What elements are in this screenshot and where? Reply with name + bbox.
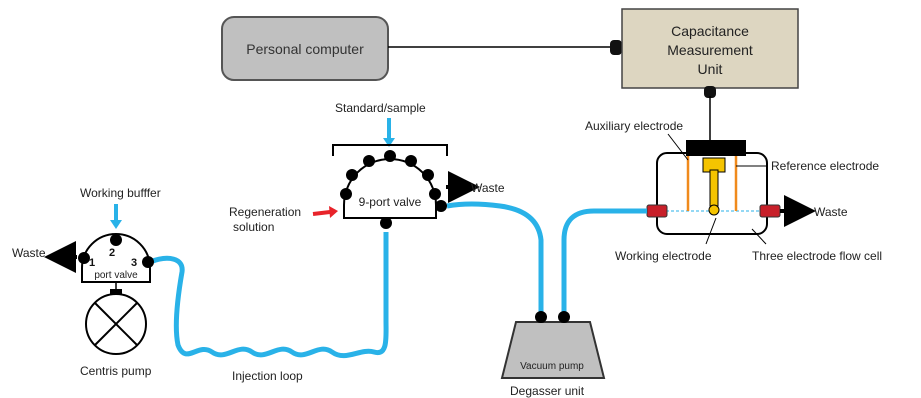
three-port-number-2: 2 [109, 247, 115, 259]
capacitance-unit-box [621, 8, 799, 89]
flow-cell-leader [751, 228, 767, 245]
standard-sample-arrowhead [383, 138, 395, 147]
three-port-left [78, 252, 90, 264]
centris-pump-label: Centris pump [80, 364, 152, 378]
port-4 [384, 150, 396, 162]
three-electrode-flow-cell-label: Three electrode flow cell [752, 249, 882, 263]
nine-port-valve-body [343, 158, 437, 219]
three-port-right [142, 256, 154, 268]
port-2 [346, 169, 358, 181]
unit-connector-left [610, 40, 622, 55]
port-1 [340, 188, 352, 200]
personal-computer-label: Personal computer [246, 41, 364, 57]
regeneration-label-line2: solution [233, 220, 274, 234]
tube-injection-loop [149, 232, 389, 359]
unit-connector-bottom [704, 86, 716, 98]
flow-cell-cap [686, 140, 746, 156]
port-5 [405, 155, 417, 167]
standard-sample-label: Standard/sample [335, 101, 426, 115]
working-leader [705, 217, 717, 245]
capacitance-unit-line2: Measurement [667, 42, 753, 58]
reference-electrode-label: Reference electrode [771, 159, 879, 173]
tube-degasser-to-cell [561, 208, 647, 316]
three-port-valve-label: port valve [94, 270, 138, 281]
port-7 [429, 188, 441, 200]
auxiliary-leader [667, 133, 689, 161]
three-port-top [110, 234, 122, 246]
regeneration-arrow [312, 210, 331, 216]
port-9 [380, 217, 392, 229]
port-6 [422, 169, 434, 181]
degasser-unit-label: Degasser unit [510, 384, 585, 398]
capacitance-unit-line1: Capacitance [671, 23, 749, 39]
flow-cell-waste-label: Waste [814, 205, 848, 219]
working-buffer-arrowhead [110, 220, 122, 229]
working-electrode-stem [709, 169, 719, 207]
working-electrode-disk [708, 204, 720, 216]
auxiliary-electrode-label: Auxiliary electrode [585, 119, 683, 133]
flow-cell-outlet-connector [759, 204, 781, 218]
valve-to-pump-block [110, 289, 122, 296]
degasser-port-left [535, 311, 547, 323]
nine-port-valve-ports [340, 150, 447, 229]
centris-pump-cross-b [94, 302, 138, 346]
nine-port-valve-label: 9-port valve [359, 195, 422, 209]
vacuum-pump-label: Vacuum pump [520, 361, 584, 372]
personal-computer-box [221, 16, 389, 81]
flow-cell-inlet-connector [646, 204, 668, 218]
port-8 [435, 200, 447, 212]
tube-valve-to-degasser [446, 201, 544, 316]
three-port-waste-label: Waste [12, 246, 46, 260]
regeneration-arrowhead [329, 206, 338, 218]
working-electrode-label: Working electrode [615, 249, 712, 263]
three-port-number-1: 1 [89, 257, 95, 269]
three-port-number-3: 3 [131, 257, 137, 269]
nine-port-waste-label: Waste [471, 181, 505, 195]
injection-loop-label: Injection loop [232, 369, 303, 383]
port-3 [363, 155, 375, 167]
nine-port-bracket [332, 144, 448, 156]
degasser-port-right [558, 311, 570, 323]
regeneration-label-line1: Regeneration [229, 205, 301, 219]
working-buffer-label: Working bufffer [80, 186, 161, 200]
capacitance-unit-line3: Unit [698, 61, 723, 77]
